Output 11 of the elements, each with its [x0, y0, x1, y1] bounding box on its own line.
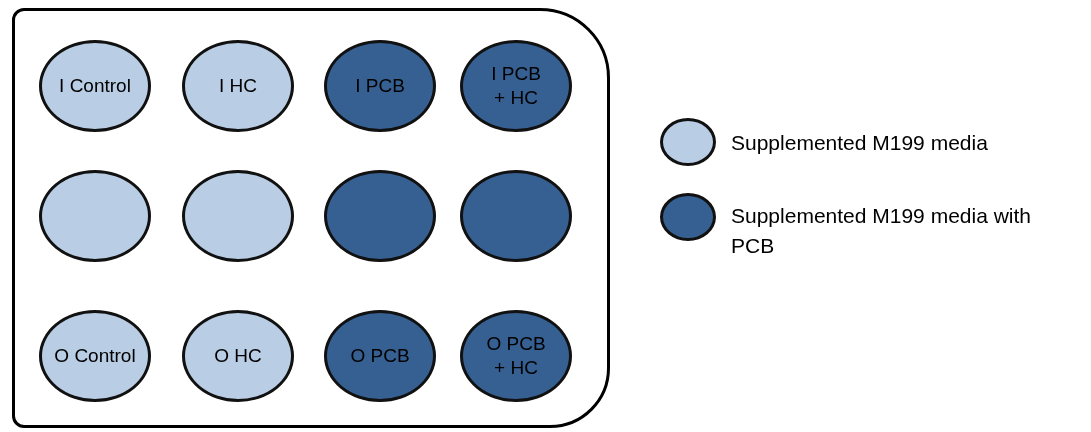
well-label: O PCB [350, 344, 410, 368]
legend-label: Supplemented M199 media [731, 130, 989, 156]
legend-label: Supplemented M199 media with PCB [731, 203, 1031, 259]
plate [12, 8, 610, 428]
well-label: O HC [214, 344, 262, 368]
well-label: O Control [54, 344, 136, 368]
well-label: I Control [59, 74, 131, 98]
well-label: I PCB [355, 74, 405, 98]
well-label: I PCB + HC [490, 62, 542, 110]
well-label: I HC [219, 74, 257, 98]
well-label: O PCB + HC [486, 332, 546, 380]
